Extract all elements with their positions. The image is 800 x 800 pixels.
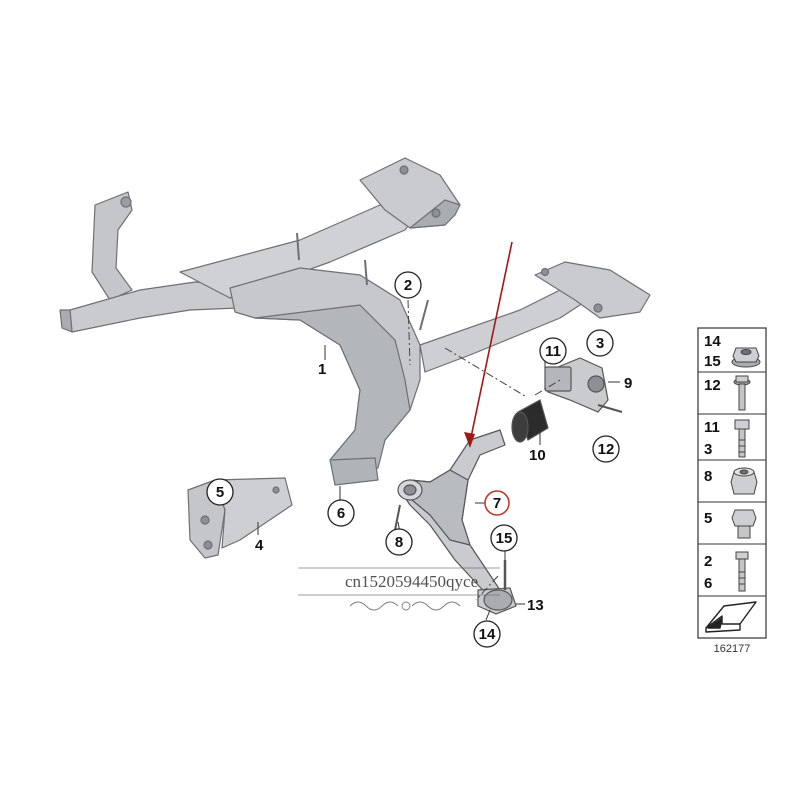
callouts: 1 2 3 4 5 6 7 8 9 10 11	[206, 271, 632, 648]
callout-3: 3	[586, 329, 614, 357]
legend-label-6: 6	[704, 575, 712, 592]
callout-4: 4	[255, 537, 264, 554]
leader-lines	[257, 345, 620, 621]
rubber-mount-assembly	[511, 357, 623, 443]
legend-label-2: 2	[704, 553, 712, 570]
callout-10: 10	[529, 447, 546, 464]
legend-label-3: 3	[704, 441, 712, 458]
long-bolt-icon	[735, 551, 749, 592]
callout-6: 6	[327, 499, 355, 527]
callout-9: 9	[624, 375, 632, 392]
hex-bolt-icon	[734, 419, 750, 458]
svg-text:6: 6	[337, 505, 345, 522]
svg-text:5: 5	[216, 484, 224, 501]
flange-nut-icon	[731, 347, 761, 368]
ornament-icon	[349, 601, 461, 611]
legend-label-14: 14	[704, 333, 721, 350]
arrow-symbol-icon	[705, 601, 757, 633]
callout-12: 12	[592, 435, 620, 463]
hex-head-screw-icon	[731, 509, 757, 539]
fastener-legend: 14 15 12 11 3 8	[697, 327, 767, 639]
callout-14: 14	[473, 620, 501, 648]
svg-text:8: 8	[395, 534, 403, 551]
callout-5: 5	[206, 478, 234, 506]
legend-label-15: 15	[704, 353, 721, 370]
front-axle-subframe	[59, 157, 651, 486]
callout-15: 15	[490, 524, 518, 552]
legend-label-11: 11	[704, 419, 720, 436]
flange-bolt-icon	[733, 375, 751, 411]
self-locking-nut-icon	[730, 467, 758, 495]
legend-label-8: 8	[704, 468, 712, 485]
svg-text:15: 15	[496, 530, 513, 547]
svg-text:2: 2	[404, 277, 412, 294]
callout-2: 2	[394, 271, 422, 299]
svg-text:7: 7	[493, 495, 501, 512]
svg-text:12: 12	[598, 441, 615, 458]
watermark-text: cn1520594450qyce	[345, 572, 478, 591]
legend-label-12: 12	[704, 377, 721, 394]
callout-8: 8	[385, 528, 413, 556]
diagram-number: 162177	[714, 643, 751, 655]
callout-11: 11	[539, 337, 567, 365]
callout-13: 13	[527, 597, 544, 614]
legend-label-5: 5	[704, 510, 712, 527]
callout-1: 1	[318, 361, 326, 378]
callout-7-highlighted: 7	[484, 490, 510, 516]
watermark: cn1520594450qyce	[298, 567, 500, 611]
svg-text:14: 14	[479, 626, 496, 643]
svg-text:3: 3	[596, 335, 604, 352]
highlight-arrow	[464, 241, 513, 448]
assembly-guide-lines	[407, 299, 561, 601]
svg-text:11: 11	[545, 343, 561, 360]
reinforcement-bracket	[187, 477, 293, 559]
wishbone-control-arm	[394, 429, 517, 615]
